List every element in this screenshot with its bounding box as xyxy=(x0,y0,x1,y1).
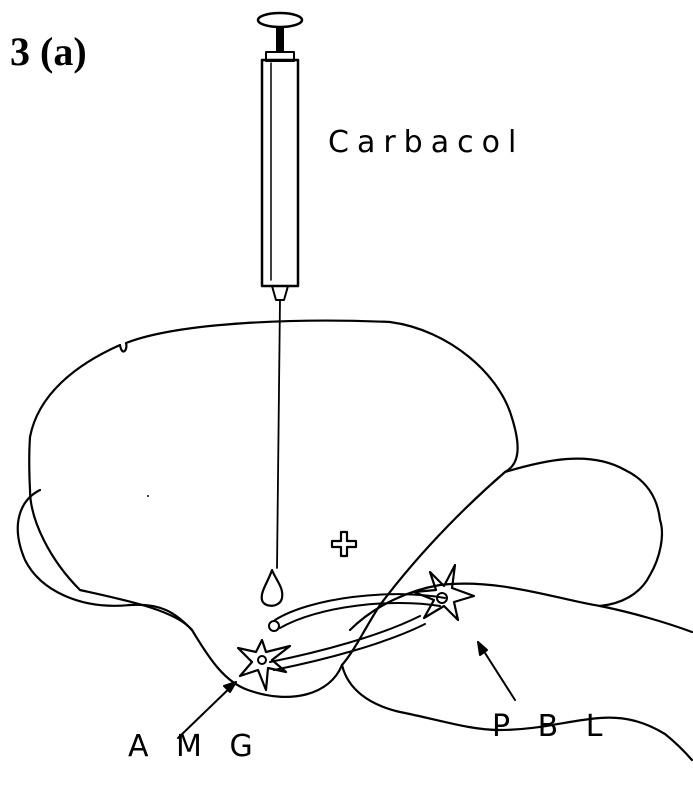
syringe-icon xyxy=(258,13,302,568)
amg-neuron-icon xyxy=(238,640,290,690)
cerebellum-outline xyxy=(505,459,662,606)
droplet-icon xyxy=(262,570,283,606)
synaptic-terminal-icon xyxy=(269,621,279,631)
speck-mark xyxy=(147,495,149,497)
amg-label: A M G xyxy=(128,732,262,762)
plus-icon xyxy=(332,532,356,556)
projection-fiber-lower xyxy=(270,616,420,662)
amg-soma-icon xyxy=(258,656,266,664)
pbl-arrow-icon xyxy=(478,642,515,700)
pbl-label: P B L xyxy=(492,712,611,742)
cerebrum-outline xyxy=(29,321,517,697)
olfactory-bulb-outline xyxy=(18,490,192,630)
